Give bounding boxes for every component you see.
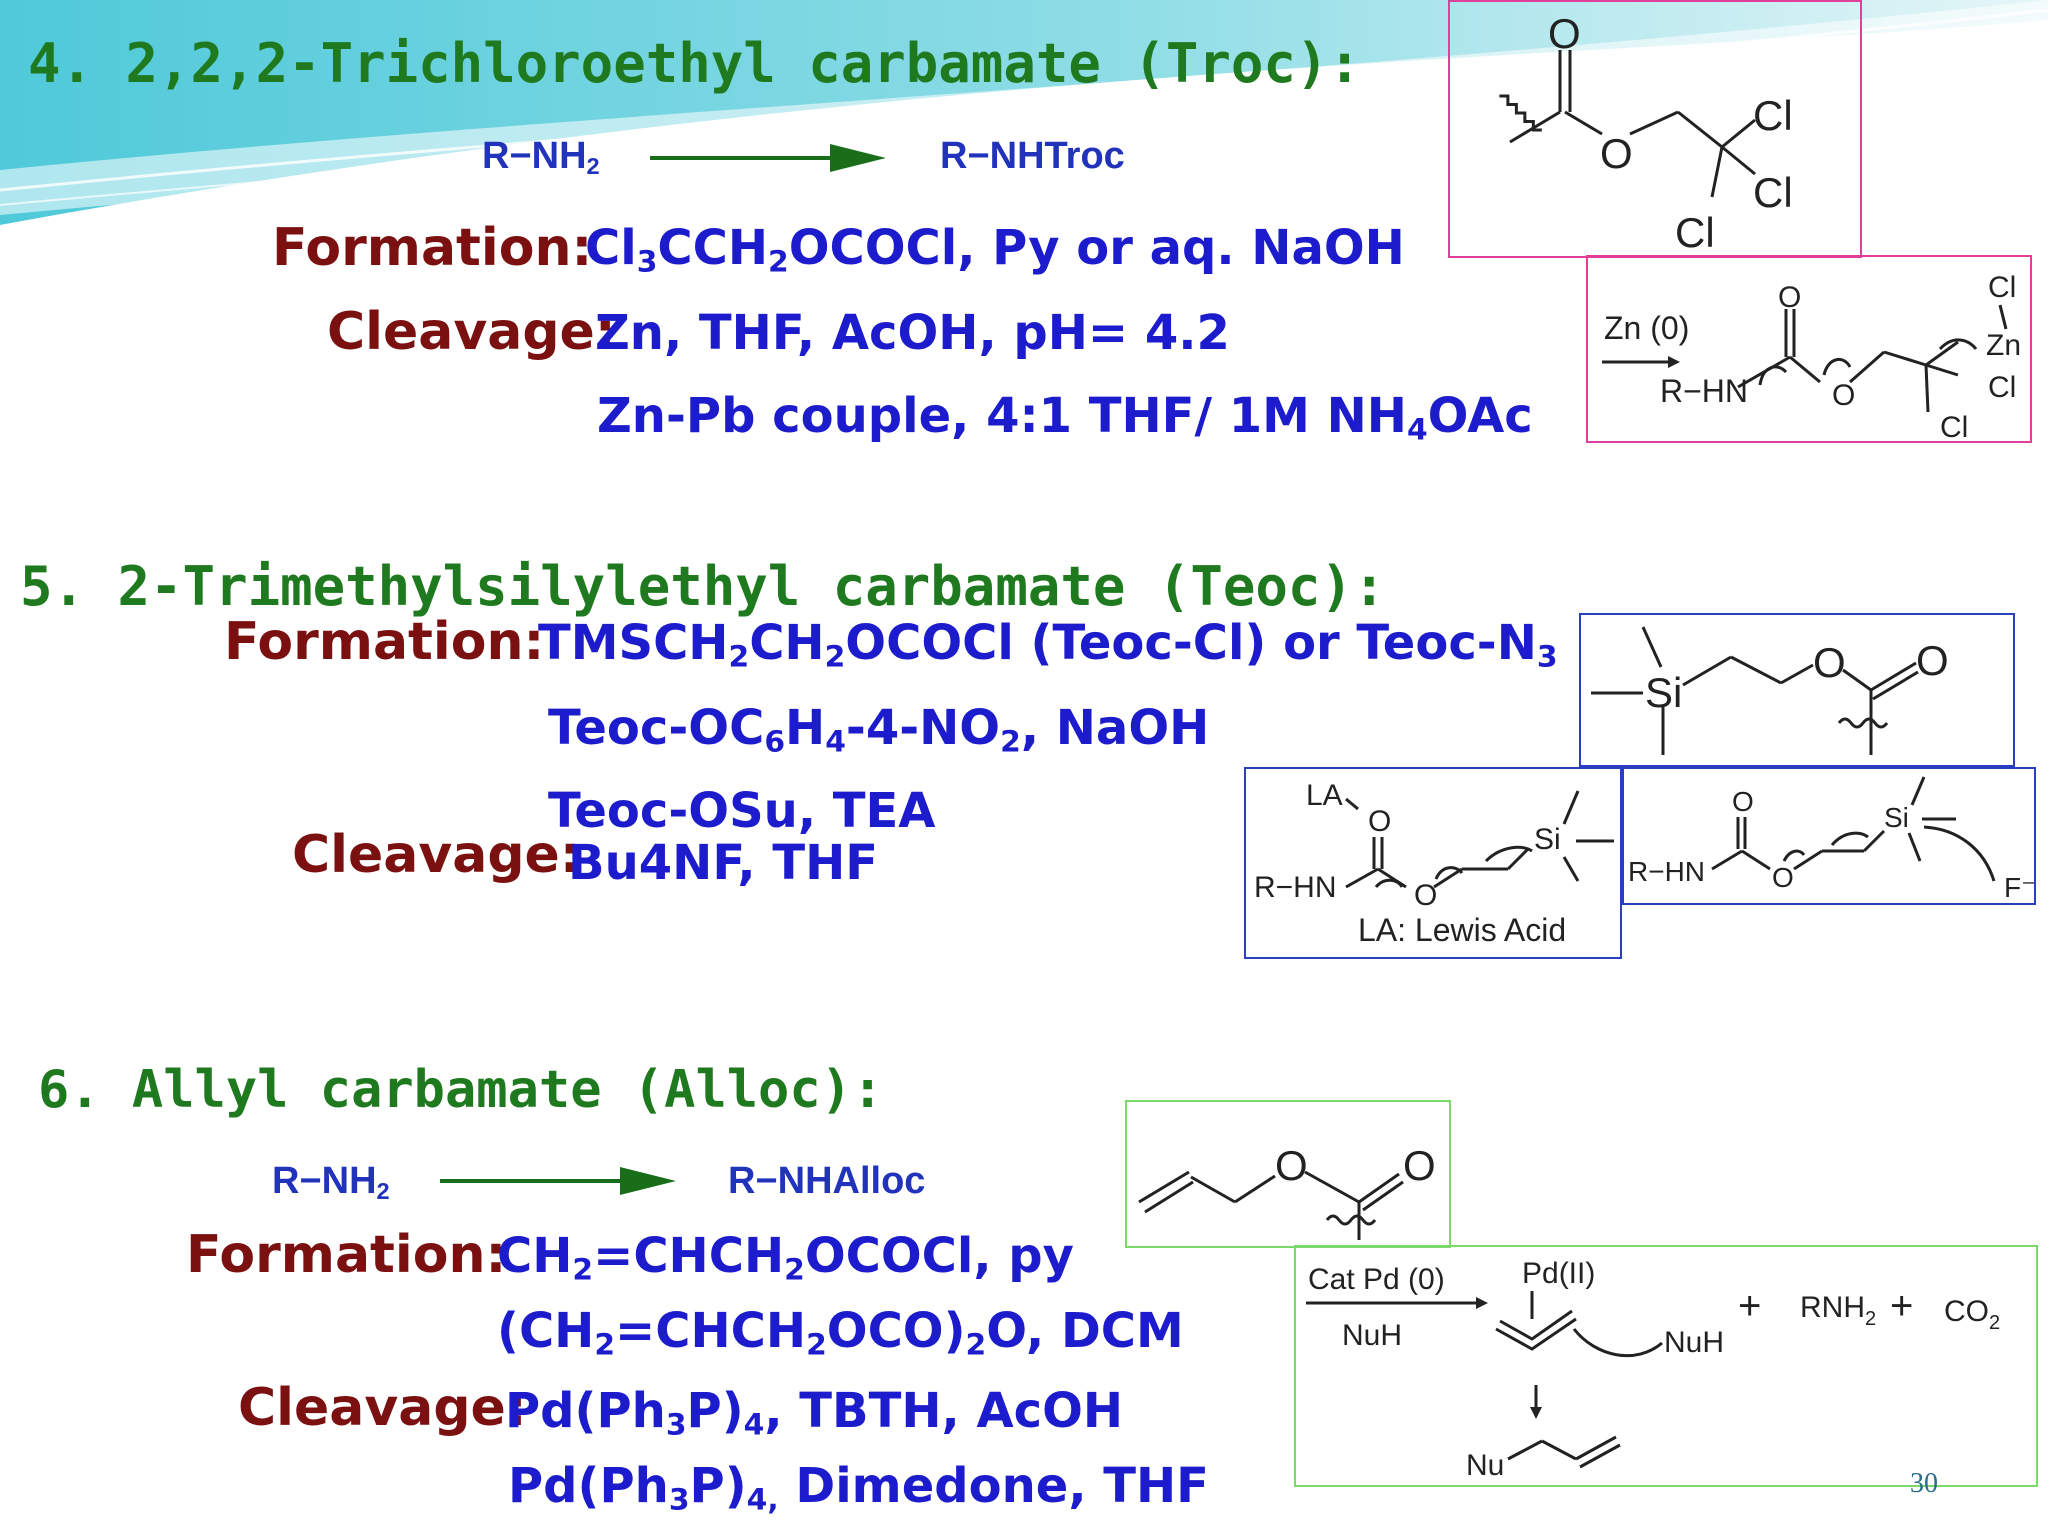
alloc-cleavage-1: Pd(Ph3P)4, TBTH, AcOH	[505, 1383, 1124, 1443]
alloc-formation-label: Formation:	[186, 1225, 507, 1285]
teoc-fluoride-mechanism: O R−HN O Si F⁻	[1628, 776, 2036, 903]
alloc-mech-nu: Nu	[1466, 1449, 1504, 1482]
troc-cl-3: Cl	[1675, 209, 1715, 256]
teoc-fluoride-o-ester: O	[1772, 862, 1794, 893]
teoc-formation-3: Teoc-OSu, TEA	[548, 783, 936, 839]
teoc-fluoride-mechanism-box: O R−HN O Si F⁻	[1622, 767, 2036, 905]
troc-formation-label: Formation:	[272, 218, 593, 278]
troc-o-top: O	[1548, 10, 1581, 57]
troc-cleavage-label: Cleavage:	[327, 302, 616, 362]
teoc-fluoride-ion: F⁻	[2004, 872, 2036, 903]
teoc-heading: 5. 2-Trimethylsilylethyl carbamate (Teoc…	[20, 555, 1386, 618]
teoc-fluoride-si: Si	[1884, 802, 1909, 833]
header-swoosh	[0, 0, 2048, 225]
troc-mech-cl-mid: Cl	[1988, 371, 2016, 404]
alloc-mech-pd: Pd(II)	[1522, 1257, 1595, 1290]
troc-mech-cl-top: Cl	[1988, 271, 2016, 304]
teoc-o-carbonyl: O	[1916, 637, 1949, 684]
troc-reactant: R−NH2	[482, 135, 600, 179]
teoc-lewis-o-ester: O	[1414, 879, 1437, 912]
alloc-reactant: R−NH2	[272, 1160, 390, 1204]
alloc-mech-plus-1: +	[1738, 1284, 1761, 1328]
alloc-mechanism-box: Cat Pd (0) NuH Pd(II) NuH + RNH2 + CO2 N…	[1294, 1245, 2038, 1487]
teoc-structure: Si O O	[1591, 626, 1949, 755]
teoc-formation-2: Teoc-OC6H4-4-NO2, NaOH	[548, 700, 1210, 760]
alloc-mech-rnh: RNH2	[1800, 1291, 1876, 1330]
troc-formation-reagents: Cl3CCH2OCOCl, Py or aq. NaOH	[585, 220, 1405, 280]
page-number: 30	[1910, 1468, 1938, 1499]
alloc-heading: 6. Allyl carbamate (Alloc):	[38, 1060, 884, 1120]
teoc-formation-1: TMSCH2CH2OCOCl (Teoc-Cl) or Teoc-N3	[538, 615, 1558, 675]
alloc-o-ester: O	[1275, 1142, 1308, 1189]
alloc-formation-2: (CH2=CHCH2OCO)2O, DCM	[497, 1303, 1184, 1363]
teoc-lewis-rhn: R−HN	[1254, 871, 1337, 904]
troc-mechanism-box: Zn (0) R−HN O O Cl Zn Cl Cl	[1586, 255, 2032, 444]
troc-product: R−NHTroc	[940, 135, 1125, 177]
alloc-formation-1: CH2=CHCH2OCOCl, py	[497, 1228, 1074, 1288]
troc-reaction-arrow	[650, 144, 886, 172]
alloc-mech-reagent-bottom: NuH	[1342, 1319, 1402, 1352]
troc-o-ester: O	[1600, 130, 1633, 177]
troc-mech-cl-bot: Cl	[1940, 411, 1968, 444]
teoc-cleavage-label: Cleavage:	[292, 825, 581, 885]
alloc-reaction-arrow	[440, 1167, 676, 1195]
alloc-mechanism: Cat Pd (0) NuH Pd(II) NuH + RNH2 + CO2 N…	[1306, 1257, 2000, 1482]
troc-cl-1: Cl	[1753, 92, 1793, 139]
teoc-fluoride-rhn: R−HN	[1628, 856, 1705, 887]
troc-cleavage-1: Zn, THF, AcOH, pH= 4.2	[595, 305, 1230, 361]
teoc-lewis-mechanism-box: LA O R−HN O Si LA: Lewis Acid	[1244, 767, 1622, 959]
troc-mechanism: Zn (0) R−HN O O Cl Zn Cl Cl	[1602, 271, 2021, 444]
troc-cl-2: Cl	[1753, 169, 1793, 216]
alloc-cleavage-2: Pd(Ph3P)4, Dimedone, THF	[508, 1458, 1209, 1518]
teoc-o-ester: O	[1813, 639, 1846, 686]
teoc-fluoride-o-top: O	[1732, 786, 1754, 817]
troc-mech-o-top: O	[1778, 281, 1801, 314]
troc-structure: O O Cl Cl Cl	[1499, 10, 1793, 256]
alloc-structure: O O	[1138, 1142, 1436, 1240]
teoc-formation-label: Formation:	[224, 612, 545, 672]
teoc-cleavage-1: Bu4NF, THF	[568, 835, 879, 891]
teoc-lewis-caption: LA: Lewis Acid	[1358, 912, 1566, 948]
troc-mech-rhn: R−HN	[1660, 373, 1748, 409]
teoc-la: LA	[1306, 779, 1343, 812]
troc-mech-zn: Zn	[1986, 329, 2021, 362]
teoc-lewis-o-top: O	[1368, 805, 1391, 838]
alloc-o-carbonyl: O	[1403, 1142, 1436, 1189]
alloc-mech-nuh: NuH	[1664, 1326, 1724, 1359]
alloc-cleavage-label: Cleavage:	[238, 1378, 527, 1438]
troc-structure-box: O O Cl Cl Cl	[1448, 0, 1862, 258]
alloc-product: R−NHAlloc	[728, 1160, 926, 1202]
troc-heading: 4. 2,2,2-Trichloroethyl carbamate (Troc)…	[28, 32, 1361, 95]
alloc-structure-box: O O	[1125, 1100, 1451, 1248]
troc-cleavage-2: Zn-Pb couple, 4:1 THF/ 1M NH4OAc	[597, 388, 1533, 448]
troc-mech-o-ester: O	[1832, 379, 1855, 412]
teoc-lewis-mechanism: LA O R−HN O Si LA: Lewis Acid	[1254, 779, 1614, 948]
teoc-lewis-si: Si	[1534, 823, 1561, 856]
alloc-mech-reagent-top: Cat Pd (0)	[1308, 1263, 1445, 1296]
troc-mech-reagent: Zn (0)	[1604, 310, 1689, 346]
alloc-mech-plus-2: +	[1890, 1284, 1913, 1328]
alloc-mech-co: CO2	[1944, 1295, 2000, 1334]
teoc-structure-box: Si O O	[1579, 613, 2015, 767]
